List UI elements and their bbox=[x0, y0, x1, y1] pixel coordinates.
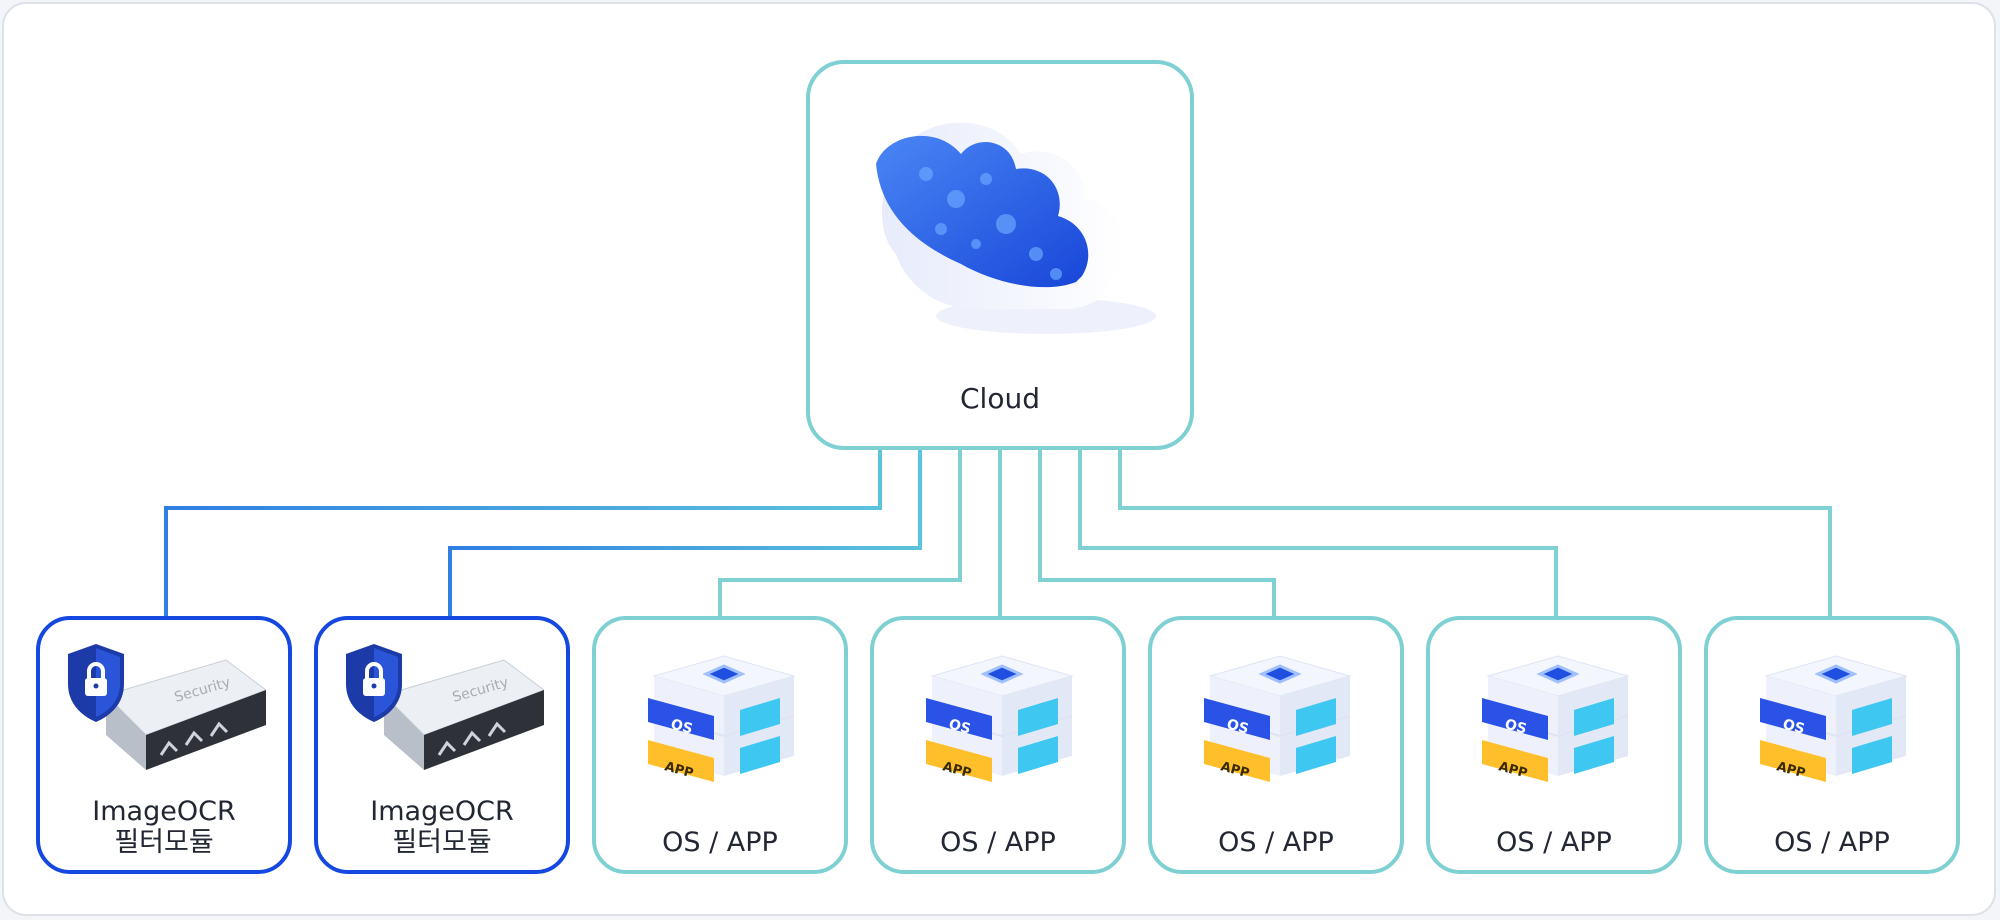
os-app-stack-icon: OS APP bbox=[926, 655, 1074, 782]
cloud-icon bbox=[876, 122, 1156, 334]
filter-module-label: ImageOCR 필터모듈 bbox=[40, 796, 288, 858]
secure-server-icon: Security bbox=[346, 644, 544, 770]
os-block-text: OS bbox=[947, 716, 972, 737]
link-osapp-1 bbox=[718, 450, 962, 616]
app-block-text: APP bbox=[1775, 759, 1807, 781]
os-app-stack-icon: OS APP bbox=[1204, 655, 1352, 782]
os-app-node: OS APP OS / APP bbox=[870, 616, 1126, 874]
os-app-stack-icon: OS APP bbox=[648, 655, 796, 782]
label-line-1: ImageOCR bbox=[370, 796, 514, 827]
link-filter-2 bbox=[448, 450, 922, 616]
filter-module-node: Security ImageOCR 필터모듈 bbox=[36, 616, 292, 874]
os-app-node: OS APP OS / APP bbox=[1704, 616, 1960, 874]
cloud-label: Cloud bbox=[960, 382, 1040, 415]
link-osapp-3 bbox=[1038, 450, 1276, 616]
app-block-text: APP bbox=[1219, 759, 1251, 781]
link-osapp-5 bbox=[1118, 450, 1832, 616]
label-line-2: 필터모듈 bbox=[392, 827, 492, 858]
os-app-node: OS APP OS / APP bbox=[592, 616, 848, 874]
filter-module-node: Security ImageOCR 필터모듈 bbox=[314, 616, 570, 874]
label-line-1: ImageOCR bbox=[92, 796, 236, 827]
os-block-text: OS bbox=[1225, 716, 1250, 737]
os-block-text: OS bbox=[1781, 716, 1806, 737]
app-block-text: APP bbox=[941, 759, 973, 781]
os-app-label: OS / APP bbox=[940, 827, 1056, 858]
link-filter-1 bbox=[164, 450, 882, 616]
os-app-stack-icon: OS APP bbox=[1482, 655, 1630, 782]
filter-module-label: ImageOCR 필터모듈 bbox=[318, 796, 566, 858]
app-block-text: APP bbox=[663, 759, 695, 781]
os-app-node: OS APP OS / APP bbox=[1426, 616, 1682, 874]
os-app-label: OS / APP bbox=[1774, 827, 1890, 858]
os-app-label: OS / APP bbox=[1218, 827, 1334, 858]
app-block-text: APP bbox=[1497, 759, 1529, 781]
label-line-2: 필터모듈 bbox=[114, 827, 214, 858]
os-block-text: OS bbox=[1503, 716, 1528, 737]
os-app-label: OS / APP bbox=[662, 827, 778, 858]
os-app-label: OS / APP bbox=[1496, 827, 1612, 858]
secure-server-icon: Security bbox=[68, 644, 266, 770]
link-osapp-4 bbox=[1078, 450, 1558, 616]
cloud-node: Cloud bbox=[806, 60, 1194, 450]
os-block-text: OS bbox=[669, 716, 694, 737]
os-app-stack-icon: OS APP bbox=[1760, 655, 1908, 782]
os-app-node: OS APP OS / APP bbox=[1148, 616, 1404, 874]
